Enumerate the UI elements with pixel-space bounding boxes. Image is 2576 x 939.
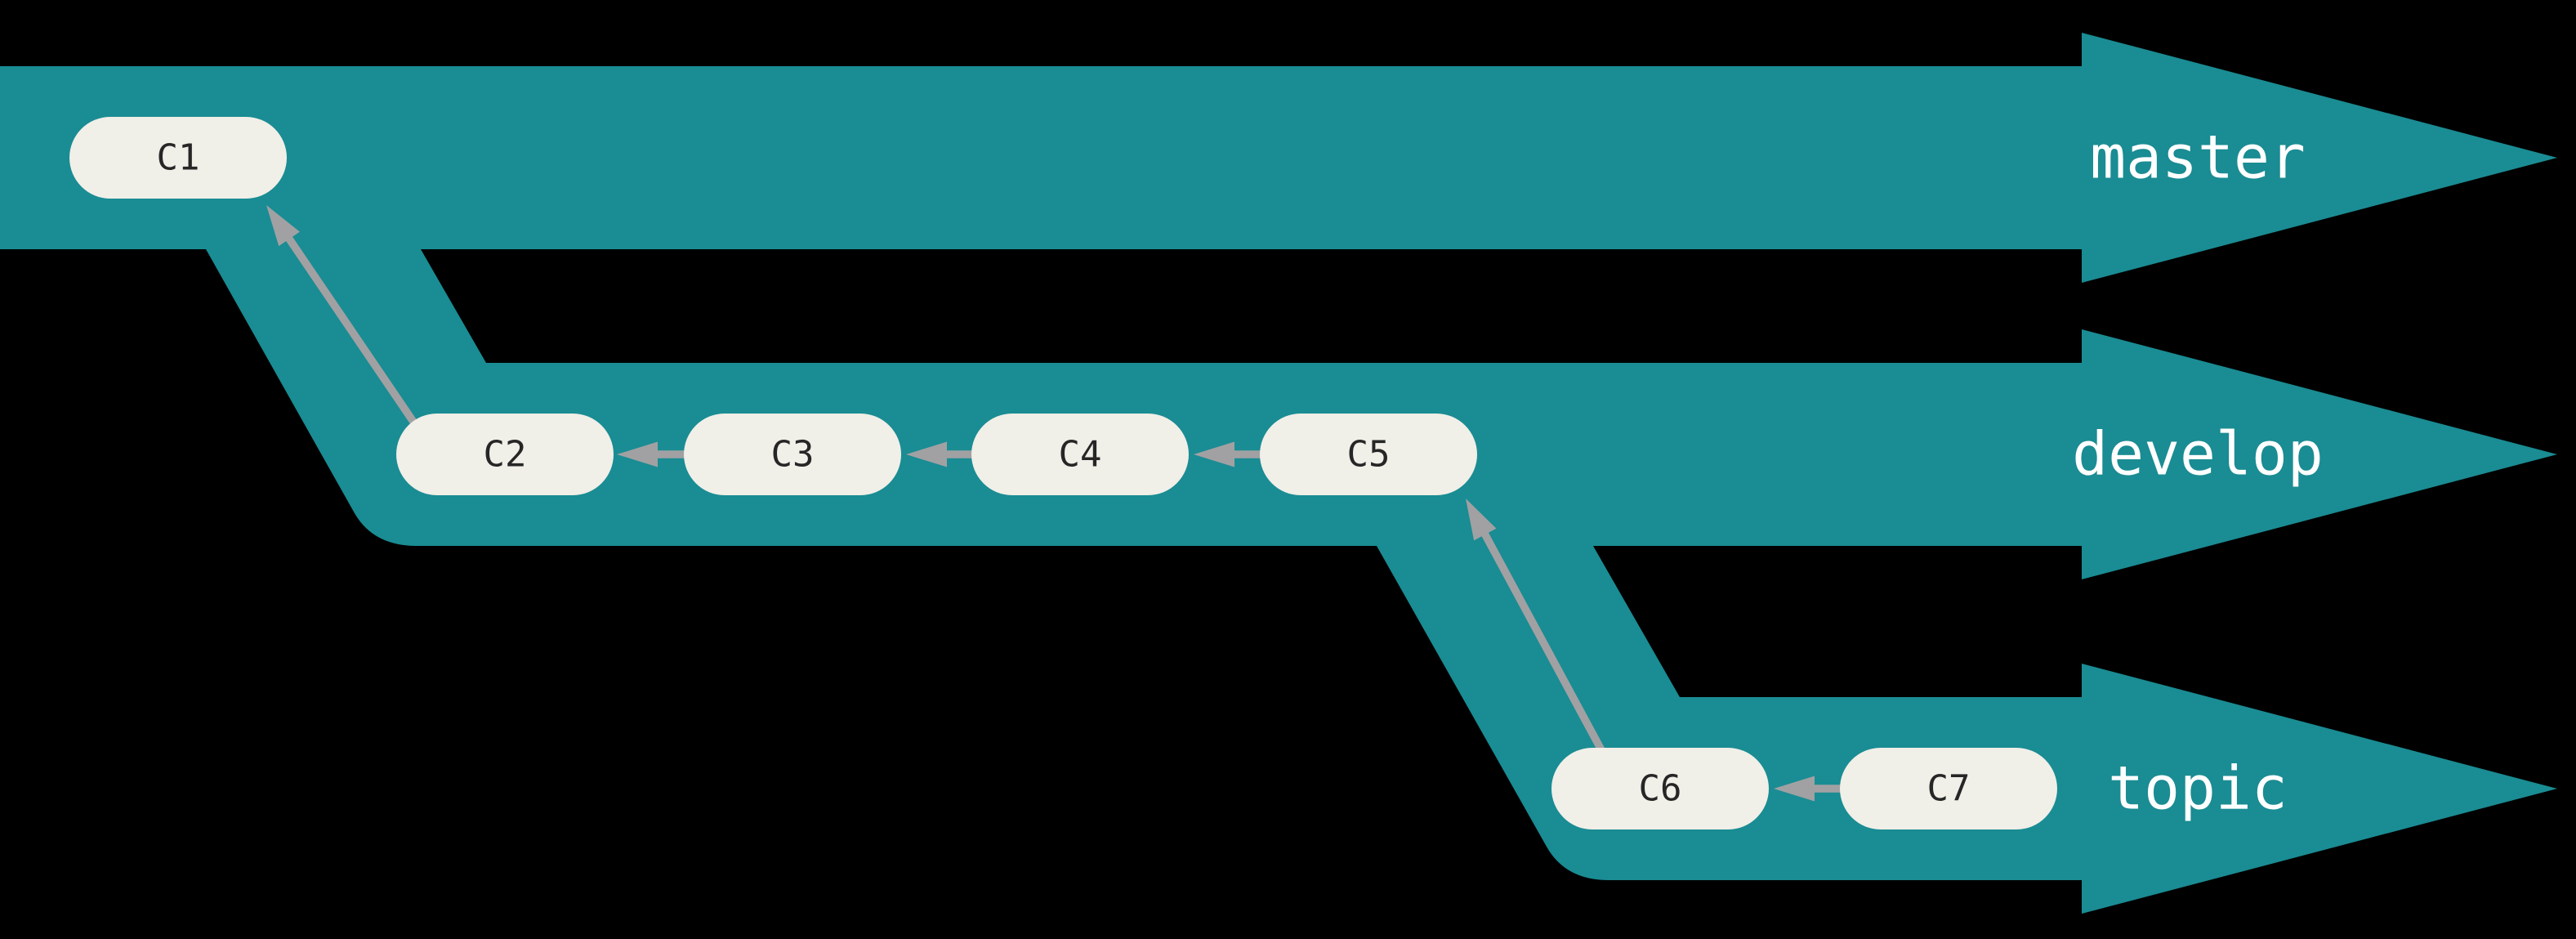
commit-pill [69, 117, 287, 199]
arrowhead-icon [1774, 776, 1815, 802]
commit-node-C1: C1 [69, 117, 287, 199]
commit-node-C3: C3 [684, 414, 901, 495]
arrowhead-icon [906, 441, 947, 467]
arrow-shaft [1480, 530, 1609, 758]
commit-pill [396, 414, 614, 495]
parent-arrow-C5-to-C4 [1194, 441, 1264, 467]
arrowhead-icon [617, 441, 658, 467]
branch-label-master: master [2090, 123, 2306, 193]
commit-node-C4: C4 [971, 414, 1189, 495]
commit-label: C1 [157, 137, 200, 179]
commit-node-C5: C5 [1260, 414, 1477, 495]
commit-label: C6 [1639, 768, 1682, 810]
branch-band-master [0, 33, 2557, 283]
commit-pill [684, 414, 901, 495]
commit-pill [971, 414, 1189, 495]
branch-labels-layer: master develop topic [2072, 123, 2324, 824]
commit-pill [1840, 748, 2057, 829]
commit-label: C2 [484, 434, 527, 476]
commit-node-C7: C7 [1840, 748, 2057, 829]
parent-arrow-C6-to-C5 [1466, 499, 1609, 758]
commit-node-C2: C2 [396, 414, 614, 495]
parent-arrow-C2-to-C1 [266, 205, 422, 431]
parent-arrow-C3-to-C2 [617, 441, 688, 467]
commit-parent-arrows-layer [266, 205, 1844, 802]
commit-pill [1260, 414, 1477, 495]
arrowhead-icon [266, 205, 300, 247]
arrowhead-icon [1194, 441, 1234, 467]
commit-node-C6: C6 [1551, 748, 1769, 829]
branch-band-topic [1377, 546, 2557, 914]
commit-label: C7 [1927, 768, 1971, 810]
commit-label: C4 [1059, 434, 1102, 476]
arrowhead-icon [1466, 499, 1497, 541]
arrow-shaft [283, 234, 422, 431]
commit-pill [1551, 748, 1769, 829]
commit-label: C3 [771, 434, 815, 476]
parent-arrow-C4-to-C3 [906, 441, 975, 467]
parent-arrow-C7-to-C6 [1774, 776, 1844, 802]
commit-label: C5 [1347, 434, 1391, 476]
branch-label-develop: develop [2072, 420, 2324, 490]
branch-label-topic: topic [2108, 754, 2288, 824]
